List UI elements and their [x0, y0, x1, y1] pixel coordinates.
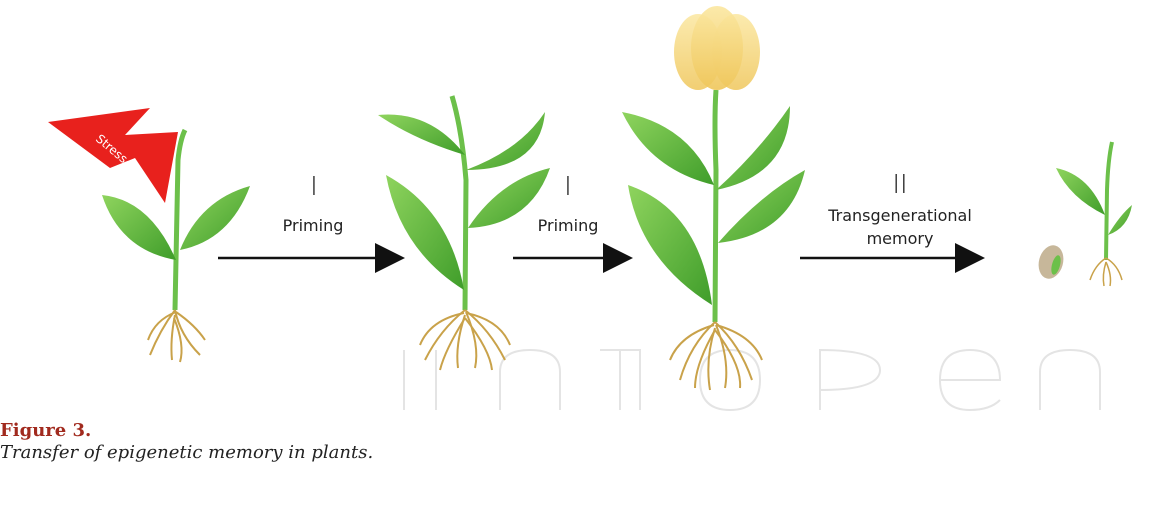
plant-1-leaf-right — [180, 186, 250, 250]
plant-2-leaf-lower-left — [386, 175, 464, 290]
step-3-label-line2: memory — [810, 228, 990, 249]
plant-2-leaf-upper-right — [466, 112, 545, 170]
step-2-label: Priming — [513, 215, 623, 236]
figure-caption-title: Figure 3. — [0, 420, 91, 441]
step-2-numeral: I — [553, 172, 583, 202]
step-1-label: Priming — [258, 215, 368, 236]
stress-bolt: Stress — [48, 108, 178, 203]
plant-3 — [622, 6, 805, 390]
plant-2-roots — [420, 310, 510, 370]
plant-3-leaf-lower-left — [628, 185, 712, 305]
step-1-numeral: I — [299, 172, 329, 202]
plant-2-leaf-upper-left — [378, 115, 465, 156]
plant-3-roots — [670, 322, 762, 390]
plant-3-leaf-upper-left — [622, 112, 714, 185]
seedling — [1056, 142, 1132, 286]
step-3-label-line1: Transgenerational — [810, 205, 990, 226]
plant-1 — [102, 130, 250, 362]
plant-1-leaf-left — [102, 195, 176, 260]
plant-1-roots — [148, 310, 205, 362]
step-3-numeral: II — [875, 170, 925, 200]
figure-caption-text: Transfer of epigenetic memory in plants. — [0, 442, 373, 463]
plant-3-stem — [715, 90, 716, 322]
plant-3-flower — [674, 6, 760, 90]
seed — [1035, 242, 1067, 281]
plant-3-leaf-upper-right — [716, 106, 790, 190]
plant-1-stem — [175, 130, 185, 310]
